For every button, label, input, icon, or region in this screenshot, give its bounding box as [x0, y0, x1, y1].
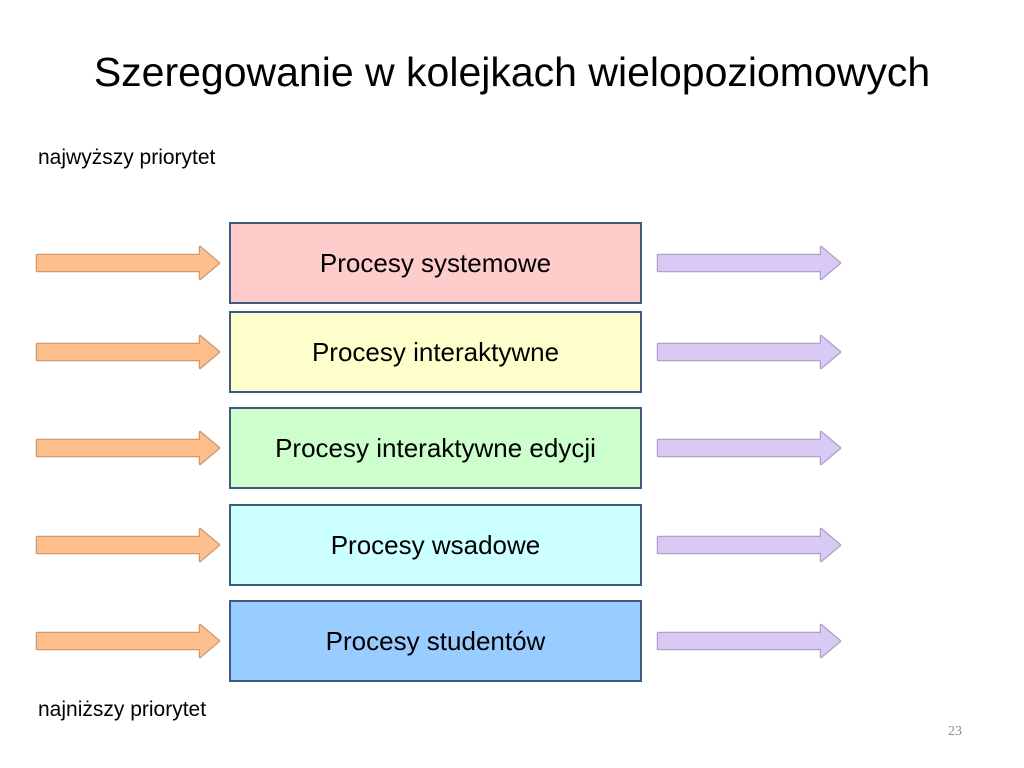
queue-box: Procesy wsadowe [229, 504, 642, 586]
queue-box: Procesy interaktywne edycji [229, 407, 642, 489]
queue-label: Procesy studentów [325, 625, 546, 656]
queue-box: Procesy studentów [229, 600, 642, 682]
queue-label: Procesy systemowe [319, 247, 552, 278]
queue-label: Procesy interaktywne edycji [275, 432, 596, 463]
output-arrow [656, 245, 842, 281]
input-arrow [35, 334, 221, 370]
queue-label: Procesy wsadowe [330, 529, 541, 560]
queue-label: Procesy interaktywne [311, 336, 560, 367]
output-arrow [656, 527, 842, 563]
lowest-priority-label: najniższy priorytet [38, 698, 207, 721]
input-arrow [35, 527, 221, 563]
output-arrow [656, 334, 842, 370]
input-arrow [35, 245, 221, 281]
input-arrow [35, 430, 221, 466]
slide-title: Szeregowanie w kolejkach wielopoziomowyc… [93, 49, 931, 95]
queue-box: Procesy systemowe [229, 222, 642, 304]
highest-priority-label: najwyższy priorytet [38, 146, 216, 169]
queue-box: Procesy interaktywne [229, 311, 642, 393]
output-arrow [656, 623, 842, 659]
page-number: 23 [948, 724, 962, 739]
input-arrow [35, 623, 221, 659]
output-arrow [656, 430, 842, 466]
